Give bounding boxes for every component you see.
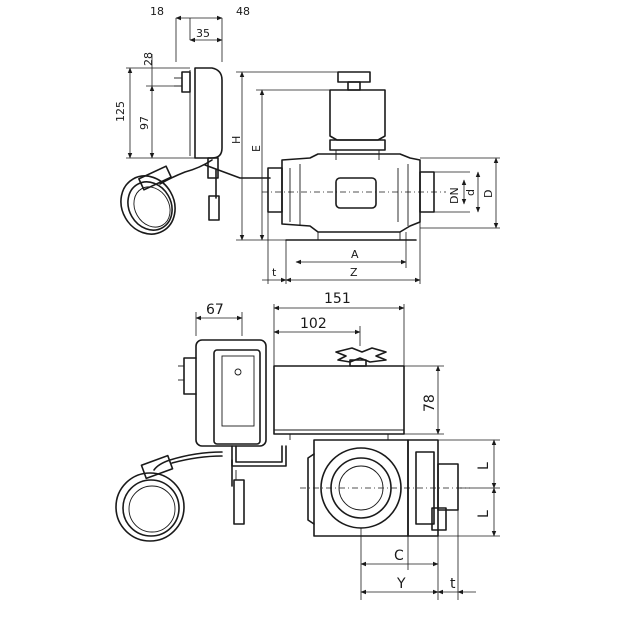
- dim-L-upper: L: [476, 462, 492, 470]
- dim-t-top: t: [272, 266, 277, 279]
- dim-97: 97: [138, 116, 151, 130]
- bottom-knob: [335, 347, 387, 367]
- dim-151: 151: [324, 291, 351, 307]
- dim-28: 28: [142, 52, 155, 66]
- dim-A: A: [351, 248, 359, 261]
- dim-L-lower: L: [476, 510, 492, 518]
- dim-DN: DN: [448, 187, 461, 204]
- dim-Y: Y: [396, 576, 406, 592]
- top-dimension-labels: 18 48 35 28 125 97 H E DN d D A t Z: [114, 5, 495, 279]
- dim-48: 48: [236, 5, 250, 18]
- top-dimensions: [126, 15, 500, 284]
- dim-D: D: [482, 190, 495, 198]
- pipe-connection: [231, 445, 287, 525]
- actuator-side-body: [174, 67, 223, 179]
- bottom-dimensions: [195, 304, 500, 600]
- bottom-plan-view: 67 151 102 78 L L C Y t: [115, 291, 500, 600]
- dim-H: H: [230, 136, 243, 144]
- dim-C: C: [394, 548, 404, 564]
- dim-d: d: [464, 189, 477, 196]
- bottom-clamp-strap: [115, 451, 223, 542]
- dim-18: 18: [150, 5, 164, 18]
- dim-78: 78: [422, 394, 438, 412]
- dim-35: 35: [196, 27, 210, 40]
- clamp-strap: [120, 159, 271, 235]
- dim-102: 102: [300, 316, 327, 332]
- bottom-valve-body: [300, 439, 470, 537]
- top-elevation-view: 18 48 35 28 125 97 H E DN d D A t Z: [114, 5, 500, 284]
- valve-body: [262, 153, 446, 241]
- dim-67: 67: [206, 302, 224, 318]
- handwheel: [337, 71, 371, 91]
- dim-t-bottom: t: [450, 576, 456, 592]
- dim-E: E: [250, 145, 263, 152]
- bottom-dimension-labels: 67 151 102 78 L L C Y t: [206, 291, 492, 592]
- actuator-front-body: [178, 339, 267, 447]
- bottom-actuator-head: [273, 365, 405, 440]
- actuator-head: [329, 89, 386, 160]
- dim-125: 125: [114, 101, 127, 122]
- dim-Z: Z: [350, 266, 358, 279]
